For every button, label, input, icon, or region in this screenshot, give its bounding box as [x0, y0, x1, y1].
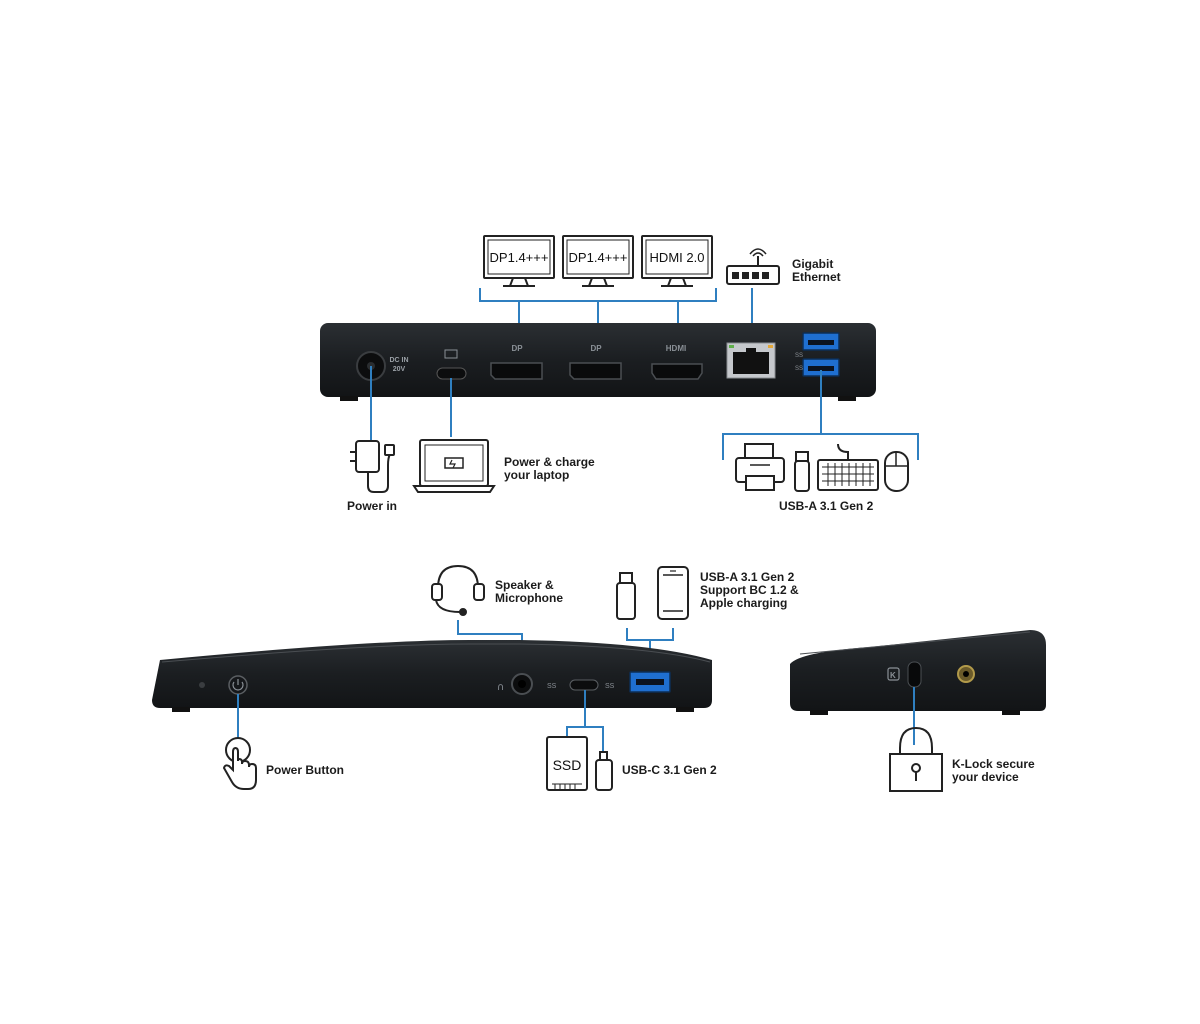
usb-stick-icon — [794, 451, 810, 492]
router-icon — [726, 248, 780, 285]
usb-stick-icon — [616, 572, 636, 620]
usb-c-label: USB-C 3.1 Gen 2 — [622, 763, 717, 777]
monitor-1-label: DP1.4+++ — [490, 250, 549, 265]
dock-front-body — [152, 640, 712, 712]
rear-connector-lines — [370, 366, 919, 460]
dp2-port-label: DP — [590, 344, 602, 353]
hdmi-port — [651, 363, 703, 380]
monitor-3-label: HDMI 2.0 — [650, 250, 705, 265]
k-lock-label: K-Lock secure your device — [952, 757, 1035, 784]
led-indicator — [199, 682, 205, 688]
ssd-icon — [546, 736, 588, 791]
front-bottom-lines — [237, 690, 604, 752]
svg-text:SS: SS — [795, 353, 803, 359]
power-adapter-icon — [350, 440, 395, 493]
mouse-icon — [884, 451, 909, 492]
monitor-icon — [483, 235, 555, 287]
dp1-port-label: DP — [511, 344, 523, 353]
speaker-microphone-label: Speaker & Microphone — [495, 578, 563, 605]
power-in-label: Power in — [347, 499, 398, 513]
front-panel: ∩ SS SS SSD — [152, 564, 712, 791]
audio-jack-side — [957, 665, 975, 683]
side-panel: K — [790, 630, 1046, 792]
ssd-label: SSD — [553, 757, 582, 773]
padlock-icon — [889, 726, 943, 792]
front-usb-a-label: USB-A 3.1 Gen 2 Support BC 1.2 & Apple c… — [700, 570, 799, 610]
k-lock-icon: K — [887, 667, 900, 681]
k-lock-slot — [907, 661, 922, 688]
audio-jack: ∩ — [497, 673, 533, 695]
laptop-icon — [412, 439, 496, 493]
svg-text:SS: SS — [547, 683, 557, 690]
power-button-label: Power Button — [266, 763, 344, 777]
usb-a-rear-ports: SS SS — [795, 332, 840, 377]
hand-click-icon — [222, 737, 257, 790]
front-usb-a-port: SS — [605, 671, 671, 693]
ethernet-port — [726, 342, 776, 379]
laptop-charge-label: Power & charge your laptop — [504, 455, 595, 482]
phone-icon — [657, 566, 689, 620]
svg-text:SS: SS — [605, 683, 615, 690]
keyboard-icon — [817, 443, 879, 491]
headset-icon — [431, 564, 485, 616]
dc-in-label: DC IN — [389, 357, 408, 364]
monitor-2-label: DP1.4+++ — [569, 250, 628, 265]
monitor-icon — [641, 235, 713, 287]
hdmi-port-label: HDMI — [666, 344, 686, 353]
usb-a-rear-label: USB-A 3.1 Gen 2 — [779, 499, 874, 513]
svg-text:K: K — [890, 671, 896, 680]
usb-c-stick-icon — [595, 751, 613, 791]
dp1-port — [490, 362, 543, 380]
power-button-icon[interactable] — [228, 675, 248, 695]
svg-text:SS: SS — [795, 366, 803, 372]
dp2-port — [569, 362, 622, 380]
printer-icon — [735, 443, 785, 491]
dc-volt-label: 20V — [393, 366, 406, 373]
monitor-icon — [562, 235, 634, 287]
svg-text:∩: ∩ — [497, 682, 504, 693]
gigabit-ethernet-label: Gigabit Ethernet — [792, 257, 841, 284]
rear-panel: DP1.4+++ DP1.4+++ HDMI 2.0 — [320, 235, 919, 493]
